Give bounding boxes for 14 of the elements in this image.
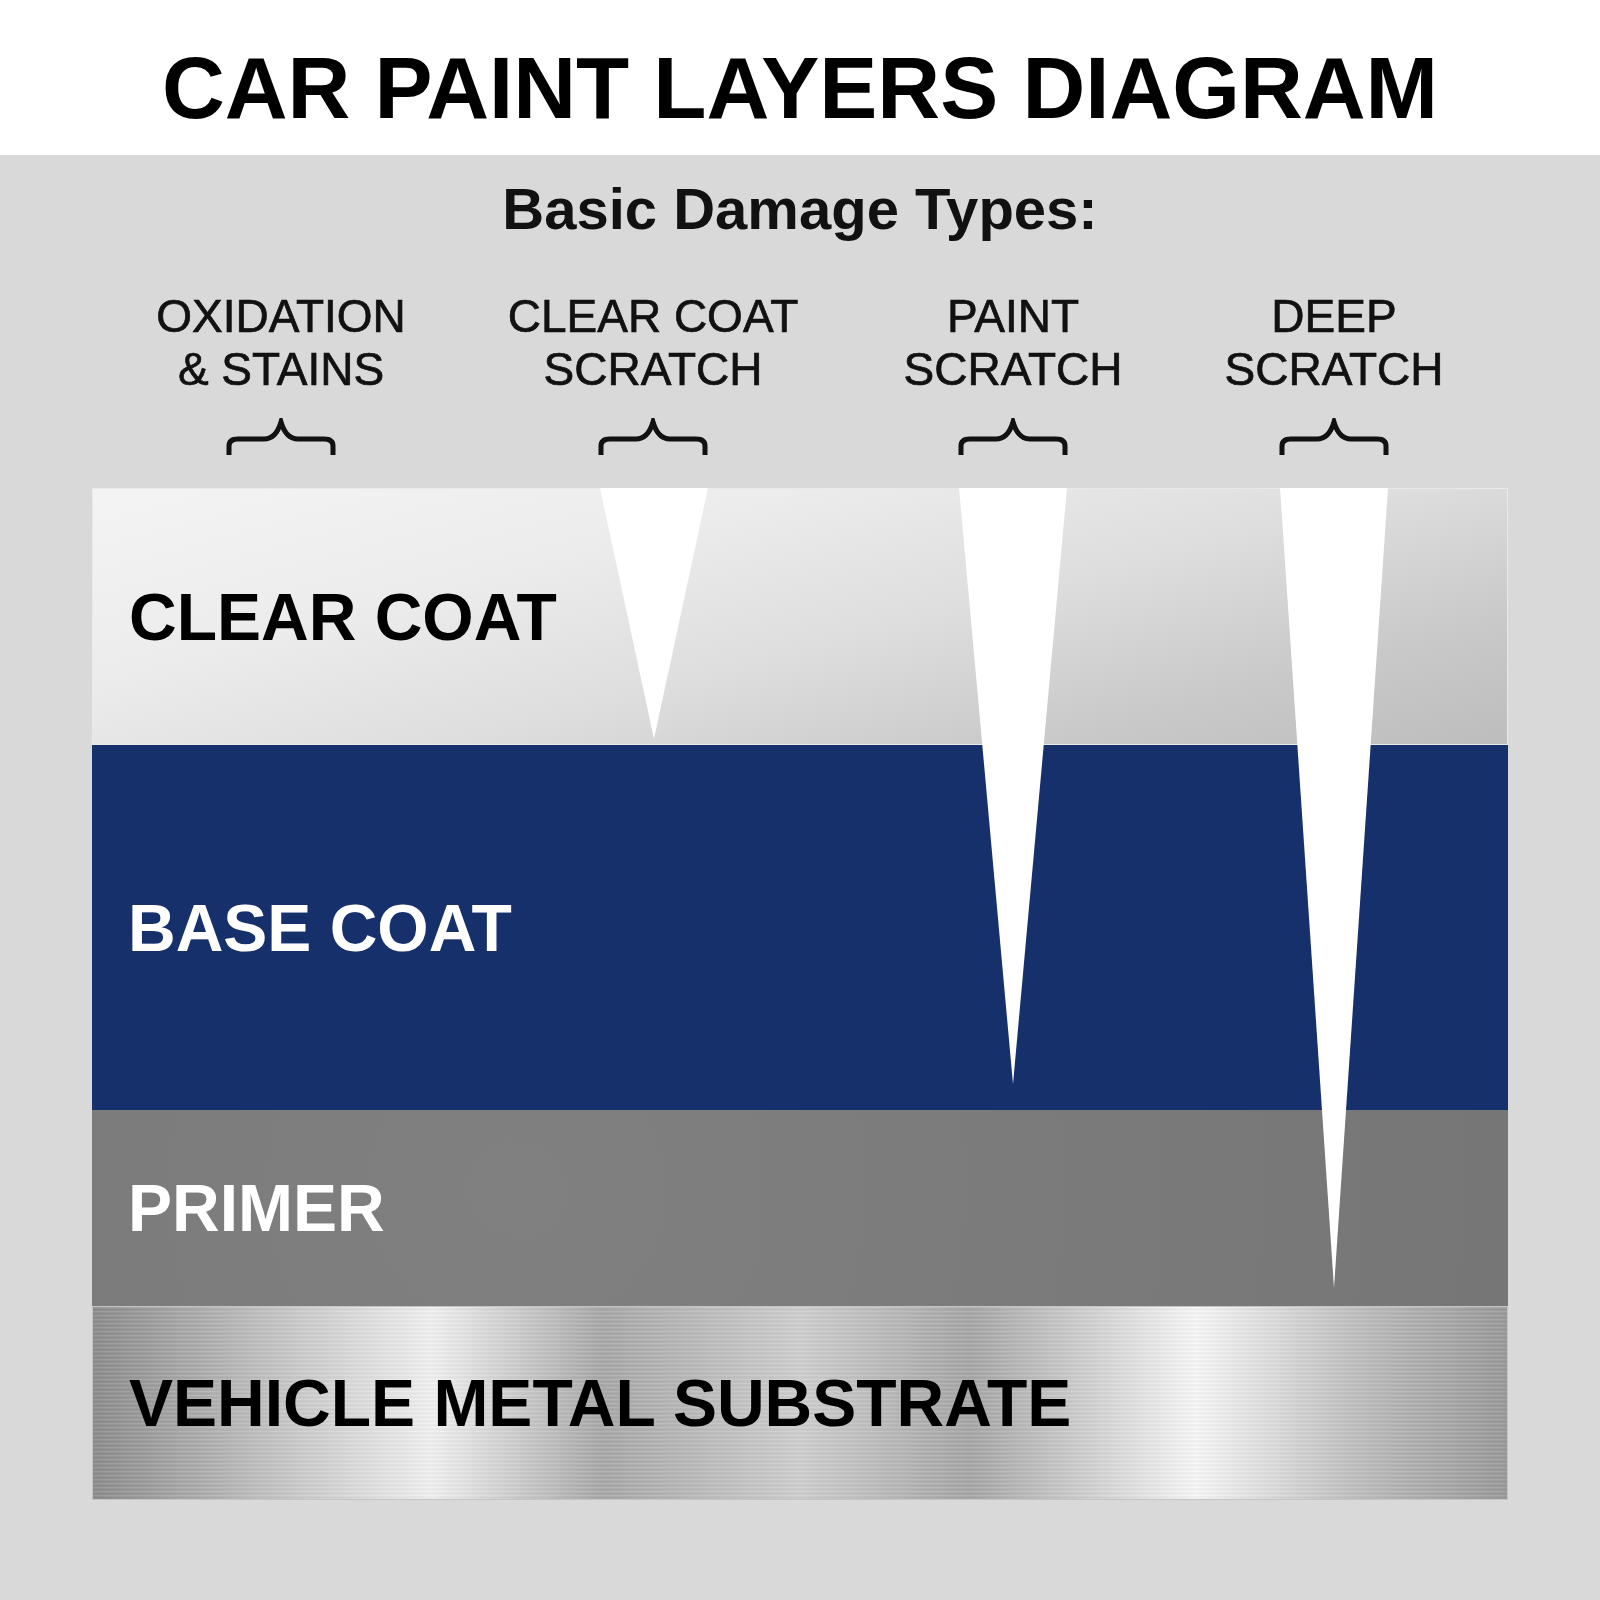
damage-type-label: DEEP SCRATCH: [1223, 290, 1445, 396]
paint-layer-band: [92, 1306, 1508, 1500]
layer-label: CLEAR COAT: [128, 578, 557, 656]
damage-type-label: CLEAR COAT SCRATCH: [506, 290, 800, 396]
diagram-title: CAR PAINT LAYERS DIAGRAM: [160, 38, 1440, 138]
damage-type-label: OXIDATION & STAINS: [155, 290, 407, 396]
layer-label: PRIMER: [127, 1170, 385, 1247]
damage-type-label: PAINT SCRATCH: [902, 290, 1124, 396]
scratch-wedge: [600, 488, 708, 739]
paint-layer-band: [92, 745, 1508, 1110]
paint-layer-band: [92, 1110, 1508, 1306]
layer-label: BASE COAT: [127, 889, 512, 967]
layer-label: VEHICLE METAL SUBSTRATE: [128, 1365, 1072, 1442]
section-heading: Basic Damage Types:: [501, 175, 1099, 243]
